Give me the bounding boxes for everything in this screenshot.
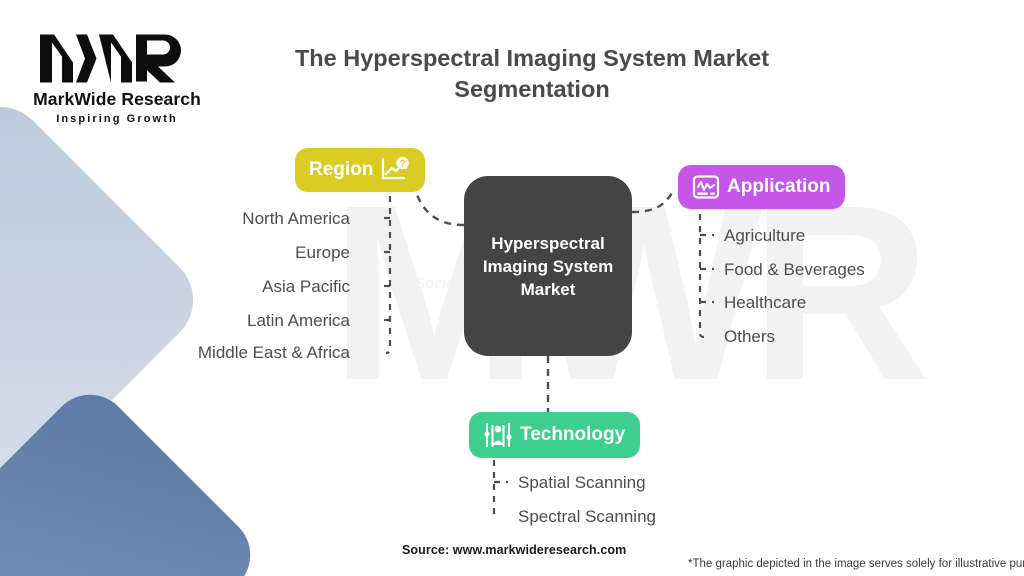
leaf-application-3: Healthcare [724, 293, 807, 312]
leaf-region-4: Latin America [247, 311, 350, 330]
leaf-region-5: Middle East & Africa [197, 343, 350, 362]
branch-badge-application[interactable]: Application [678, 165, 846, 209]
watermark-text: MWR [330, 168, 1024, 418]
leaf-region-2: Europe [295, 243, 350, 262]
brand-logo: MarkWide Research Inspiring Growth [22, 28, 212, 125]
leaf-region-1: North America [242, 209, 350, 228]
center-node: Hyperspectral Imaging System Market [464, 176, 632, 356]
monitor-waveform-icon [692, 174, 720, 200]
source-label: Source: www.markwideresearch.com [402, 543, 627, 557]
watermark-subtext: Social L [415, 275, 473, 292]
branch-label-technology: Technology [520, 424, 626, 445]
branch-label-application: Application [727, 176, 831, 197]
leaf-technology-2: Spectral Scanning [518, 507, 656, 526]
brand-name: MarkWide Research [33, 89, 201, 109]
leaf-application-4: Others [724, 327, 776, 346]
center-node-label: Hyperspectral Imaging System Market [482, 233, 614, 299]
branch-label-region: Region [309, 159, 374, 180]
person-sliders-icon [483, 421, 513, 449]
page-title: The Hyperspectral Imaging System Market … [294, 45, 770, 102]
branch-badge-region[interactable]: Region ? [295, 148, 426, 192]
branch-badge-technology[interactable]: Technology [469, 412, 641, 458]
disclaimer-label: *The graphic depicted in the image serve… [688, 558, 1024, 570]
mwr-monogram-icon [40, 34, 181, 83]
leaf-application-1: Agriculture [724, 226, 806, 245]
leaf-region-3: Asia Pacific [262, 277, 350, 296]
chart-question-icon: ? [380, 157, 410, 183]
brand-tagline: Inspiring Growth [56, 113, 178, 125]
leaf-application-2: Food & Beverages [724, 260, 865, 279]
svg-text:?: ? [400, 158, 406, 168]
leaf-technology-1: Spatial Scanning [518, 473, 646, 492]
